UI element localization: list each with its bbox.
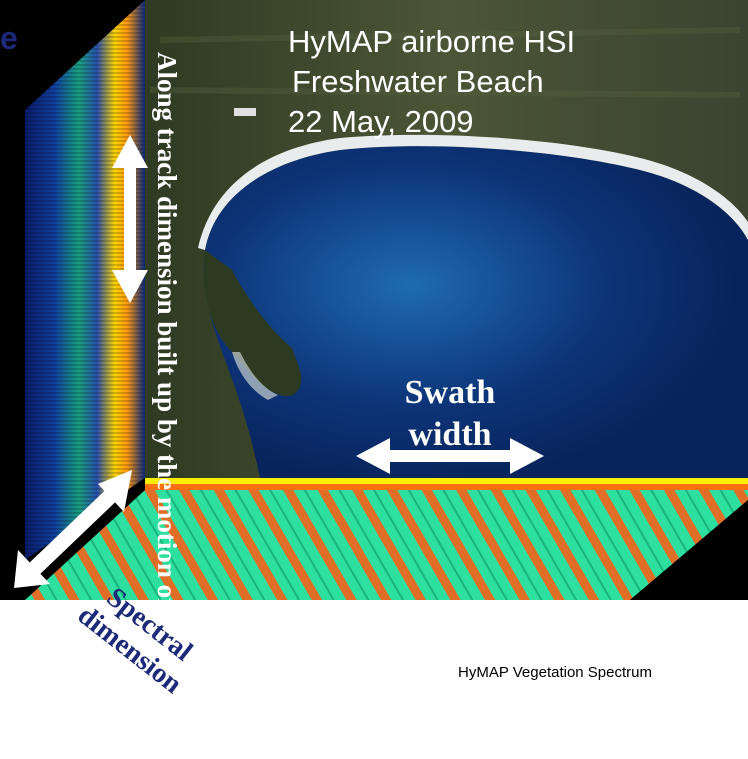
cube-side-face bbox=[25, 0, 145, 600]
image-title: HyMAP airborne HSI Freshwater Beach 22 M… bbox=[272, 22, 652, 142]
along-track-arrow bbox=[112, 135, 148, 303]
spectral-arrow bbox=[14, 470, 132, 588]
caption: HyMAP Vegetation Spectrum bbox=[458, 664, 652, 681]
title-line: 22 May, 2009 bbox=[288, 104, 474, 139]
swath-label-line: Swath bbox=[404, 374, 496, 411]
swath-width-label: Swath width bbox=[380, 372, 520, 456]
hyperspectral-cube-image bbox=[0, 0, 748, 600]
title-line: Freshwater Beach bbox=[292, 64, 544, 99]
swath-width-arrow bbox=[356, 438, 544, 474]
aerial-image bbox=[145, 0, 748, 478]
along-track-label: Along track dimension built up by the mo… bbox=[152, 52, 182, 759]
swath-label-line: width bbox=[408, 416, 492, 453]
cube-bottom-face bbox=[25, 478, 748, 600]
edge-letter: e bbox=[0, 20, 18, 56]
title-line: HyMAP airborne HSI bbox=[288, 24, 576, 59]
